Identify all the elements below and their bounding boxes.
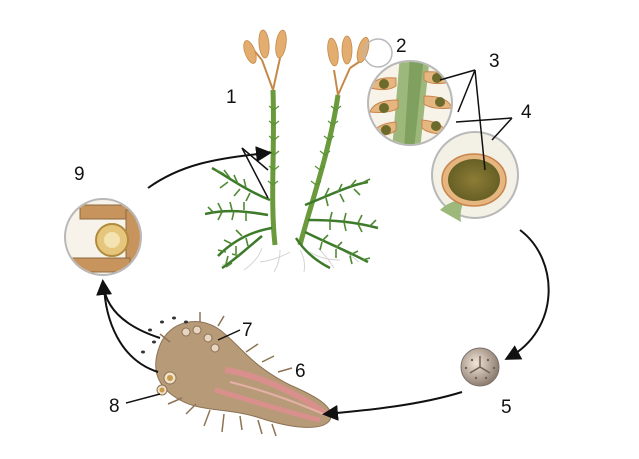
left-stem — [273, 90, 275, 245]
label-1: 1 — [226, 88, 237, 107]
left-strobili — [241, 29, 288, 90]
leader-4b — [492, 118, 512, 140]
zygote-circle — [65, 199, 142, 275]
label-7: 7 — [242, 321, 253, 340]
label-9: 9 — [74, 165, 85, 184]
label-8: 8 — [109, 397, 120, 416]
leader-4a — [456, 118, 512, 122]
label-6: 6 — [295, 362, 306, 381]
right-stem — [300, 95, 338, 245]
right-strobili — [326, 36, 371, 95]
arrow-9-to-1 — [148, 153, 268, 188]
sporophyte-plant — [205, 29, 378, 272]
label-2: 2 — [396, 37, 407, 56]
label-5: 5 — [501, 398, 512, 417]
label-3: 3 — [489, 52, 500, 71]
leader-8 — [126, 394, 160, 403]
zoom-indicator-circle — [364, 39, 392, 67]
right-leafy-shoot — [296, 182, 378, 268]
leader-1 — [242, 148, 268, 198]
arrow-4-to-5 — [508, 230, 549, 358]
strobilus-section-circle — [368, 55, 452, 150]
sporangium-circle — [432, 132, 518, 222]
spore — [461, 348, 499, 386]
leader-3b — [458, 70, 475, 112]
arrow-8-to-9 — [104, 284, 158, 372]
left-leafy-shoot — [205, 168, 272, 268]
leader-3a — [440, 70, 475, 80]
label-4: 4 — [521, 103, 532, 122]
arrow-5-to-6 — [326, 392, 462, 414]
